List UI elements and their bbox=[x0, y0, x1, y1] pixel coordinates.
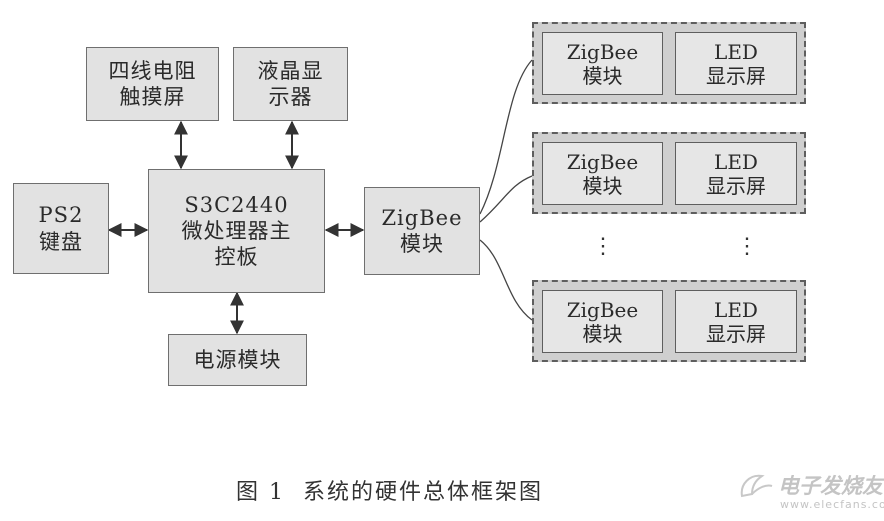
watermark-name: 电子发烧友 bbox=[778, 474, 883, 498]
zigbee-main-label-2: 模块 bbox=[400, 232, 444, 256]
keyboard-label-1: PS2 bbox=[38, 203, 84, 228]
mcu-label-3: 控板 bbox=[214, 245, 259, 270]
group-2-zigbee-block: ZigBee 模块 bbox=[542, 142, 663, 205]
display-node-group-3: ZigBee 模块 LED 显示屏 bbox=[532, 280, 806, 362]
keyboard-label-2: 键盘 bbox=[39, 229, 83, 254]
figure-caption: 图 1 系统的硬件总体框架图 bbox=[236, 480, 543, 505]
group-1-led-label-2: 显示屏 bbox=[706, 63, 766, 88]
group-1-led-label-1: LED bbox=[714, 39, 758, 64]
group-3-led-label-2: 显示屏 bbox=[706, 321, 766, 346]
ellipsis-zigbee: ⋮ bbox=[592, 234, 614, 259]
mcu-label-2: 微处理器主 bbox=[181, 218, 292, 243]
group-2-led-label-1: LED bbox=[714, 149, 758, 174]
watermark: 电子发烧友 www.elecfans.com bbox=[738, 470, 884, 511]
power-label: 电源模块 bbox=[193, 347, 282, 372]
power-module-block: 电源模块 bbox=[168, 334, 307, 386]
display-node-group-1: ZigBee 模块 LED 显示屏 bbox=[532, 22, 806, 104]
wire-to-group-1 bbox=[479, 59, 533, 215]
mcu-board-block: S3C2440 微处理器主 控板 bbox=[148, 169, 325, 293]
watermark-logo-icon bbox=[740, 474, 773, 498]
keyboard-block: PS2 键盘 bbox=[13, 183, 109, 274]
wire-to-group-3 bbox=[479, 239, 533, 321]
group-1-zigbee-block: ZigBee 模块 bbox=[542, 32, 663, 95]
zigbee-main-label-1: ZigBee bbox=[381, 205, 463, 230]
lcd-label-2: 示器 bbox=[268, 85, 313, 109]
touchscreen-block: 四线电阻 触摸屏 bbox=[86, 47, 219, 121]
group-3-led-label-1: LED bbox=[714, 297, 758, 322]
group-2-zigbee-label-2: 模块 bbox=[582, 173, 623, 198]
group-3-zigbee-label-2: 模块 bbox=[582, 321, 623, 346]
ellipsis-led: ⋮ bbox=[736, 234, 758, 259]
watermark-url: www.elecfans.com bbox=[780, 498, 884, 511]
group-1-led-block: LED 显示屏 bbox=[675, 32, 797, 95]
display-node-group-2: ZigBee 模块 LED 显示屏 bbox=[532, 132, 806, 214]
zigbee-coordinator-block: ZigBee 模块 bbox=[364, 187, 480, 275]
group-2-led-label-2: 显示屏 bbox=[706, 173, 766, 198]
group-3-zigbee-label-1: ZigBee bbox=[566, 297, 639, 322]
group-2-zigbee-label-1: ZigBee bbox=[566, 149, 639, 174]
group-3-led-block: LED 显示屏 bbox=[675, 290, 797, 353]
group-3-zigbee-block: ZigBee 模块 bbox=[542, 290, 663, 353]
group-1-zigbee-label-1: ZigBee bbox=[566, 39, 639, 64]
mcu-label-1: S3C2440 bbox=[184, 192, 289, 217]
wire-to-group-2 bbox=[479, 175, 533, 223]
lcd-block: 液晶显 示器 bbox=[233, 47, 348, 121]
touchscreen-label-1: 四线电阻 bbox=[108, 58, 197, 83]
group-1-zigbee-label-2: 模块 bbox=[582, 63, 623, 88]
touchscreen-label-2: 触摸屏 bbox=[119, 85, 186, 109]
lcd-label-1: 液晶显 bbox=[257, 58, 324, 83]
group-2-led-block: LED 显示屏 bbox=[675, 142, 797, 205]
